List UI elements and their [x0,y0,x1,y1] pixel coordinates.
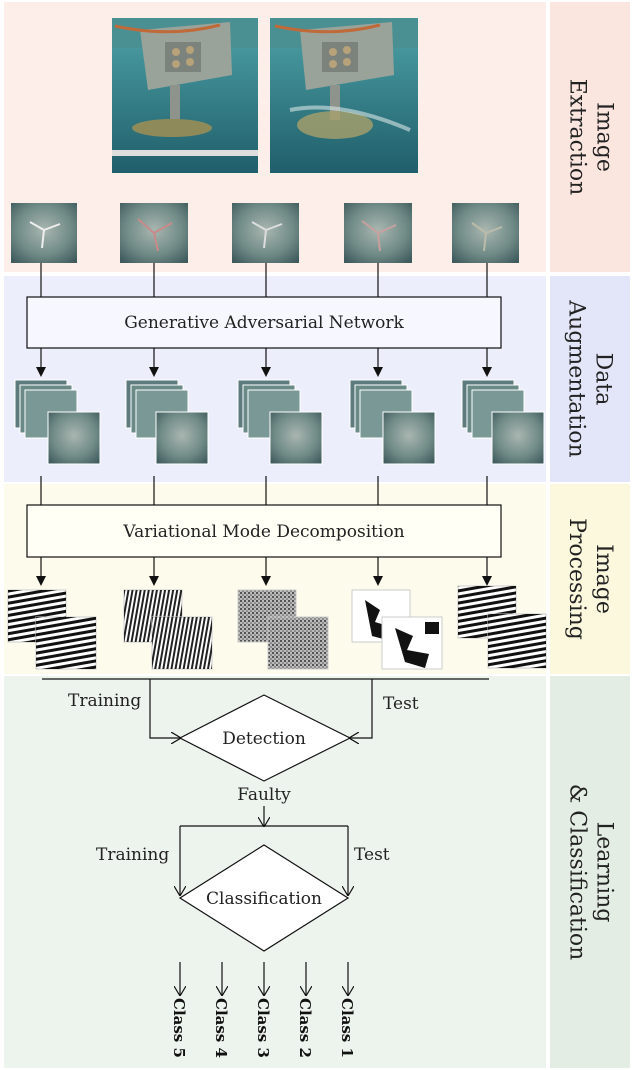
class-label-2: Class 2 [296,998,314,1058]
extraction-side-label: Image Extraction [550,2,630,272]
class-label-3: Class 3 [254,998,272,1058]
training-label-1: Training [68,691,141,711]
class-label-1: Class 1 [338,998,356,1058]
frame-3 [232,203,299,263]
aug-stack-2 [125,379,209,465]
classification-decision [178,844,350,952]
test-label-2: Test [354,845,390,865]
mode-stack-1 [7,589,97,670]
class-arrows [180,962,348,995]
learning-side-label: Learning & Classification [550,676,630,1068]
frame-4 [344,203,412,263]
aug-stack-5 [461,379,545,465]
frame-row [11,203,519,263]
class-label-5: Class 5 [170,998,188,1058]
vmd-label: Variational Mode Decomposition [122,522,404,542]
tank-photo-left [112,18,258,173]
mode-stack-3 [237,589,329,670]
decomposed-stacks [7,585,547,670]
test-label-1: Test [383,694,419,714]
augmented-stacks [14,379,545,465]
frame-5 [452,203,519,263]
vmd-box [26,504,502,558]
detection-label: Detection [222,729,306,749]
training-label-2: Training [96,845,169,865]
class-label-4: Class 4 [212,998,230,1058]
frame-1 [11,203,77,263]
aug-stack-1 [14,379,101,465]
mode-stack-2 [123,589,213,670]
aug-stack-4 [349,379,436,465]
faulty-label: Faulty [237,785,291,805]
gan-box [26,296,502,349]
mode-stack-4 [351,589,443,670]
frame-2 [120,203,188,263]
classification-label: Classification [206,889,322,909]
processing-side-label: Image Processing [550,484,630,674]
augmentation-side-label: Data Augmentation [550,276,630,482]
detection-decision [178,694,352,782]
mode-stack-5 [457,585,547,669]
aug-stack-3 [237,379,323,465]
tank-photo-right [270,18,418,173]
gan-label: Generative Adversarial Network [124,313,404,333]
